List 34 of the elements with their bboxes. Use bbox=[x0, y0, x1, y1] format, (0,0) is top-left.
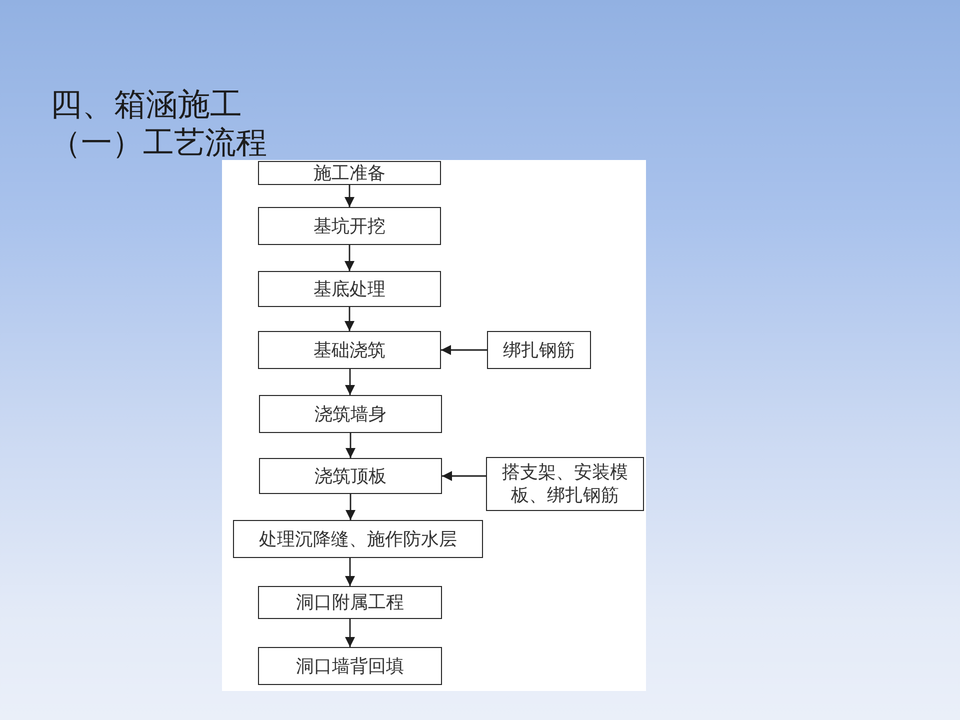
section-subtitle: （一）工艺流程 bbox=[50, 124, 267, 162]
step-text: 基坑开挖 bbox=[314, 214, 386, 238]
process-box bbox=[258, 586, 442, 619]
step-text: 处理沉降缝、施作防水层 bbox=[259, 528, 457, 550]
step-text: 洞口墙背回填 bbox=[296, 654, 404, 678]
arrow bbox=[344, 245, 354, 271]
arrow bbox=[344, 307, 354, 331]
arrow bbox=[442, 471, 486, 481]
arrow bbox=[346, 433, 356, 458]
step-text: 洞口附属工程 bbox=[296, 591, 404, 614]
step-text: 基底处理 bbox=[314, 278, 386, 300]
process-box bbox=[259, 395, 442, 433]
process-box bbox=[258, 207, 441, 245]
process-box bbox=[258, 331, 441, 369]
process-box bbox=[258, 271, 441, 307]
process-box bbox=[487, 331, 591, 369]
step-text: 搭支架、安装模板、绑扎钢筋 bbox=[501, 461, 629, 507]
process-box bbox=[258, 647, 442, 685]
process-box bbox=[259, 458, 442, 494]
step-text: 浇筑墙身 bbox=[314, 402, 386, 426]
arrow bbox=[441, 345, 487, 355]
step-text: 绑扎钢筋 bbox=[503, 338, 575, 362]
arrow bbox=[346, 494, 356, 520]
arrow bbox=[345, 369, 355, 395]
step-text: 基础浇筑 bbox=[314, 338, 386, 362]
process-box bbox=[233, 520, 483, 558]
arrow bbox=[344, 185, 354, 207]
step-text: 浇筑顶板 bbox=[314, 464, 386, 488]
process-box bbox=[486, 457, 644, 511]
slide-title: 四、箱涵施工 bbox=[50, 84, 242, 124]
arrow bbox=[345, 619, 355, 647]
step-text: 施工准备 bbox=[314, 162, 386, 184]
process-box bbox=[258, 161, 441, 185]
arrow bbox=[345, 558, 355, 586]
